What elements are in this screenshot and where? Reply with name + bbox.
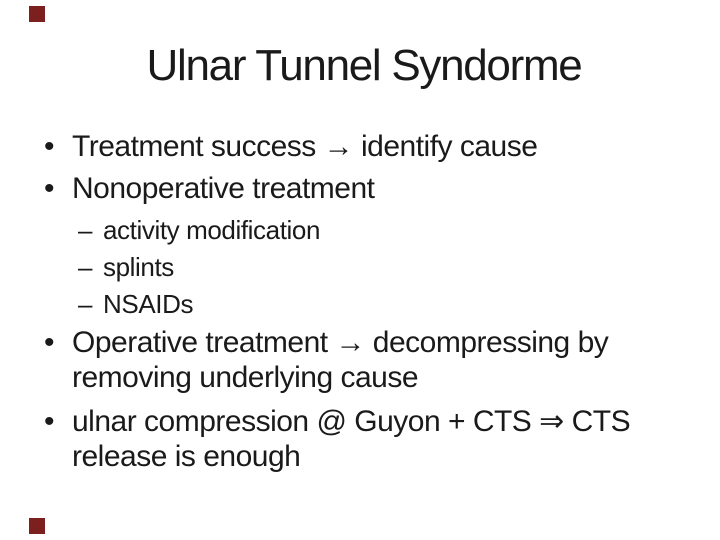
sub-bullet-splints: – splints — [78, 249, 638, 286]
bullet-treatment-success: • Treatment success → identify cause — [44, 129, 684, 164]
dash-icon: – — [78, 289, 93, 319]
sub-bullet-nsaids: – NSAIDs — [78, 286, 638, 323]
bullet-nonoperative-treatment: • Nonoperative treatment — [44, 171, 684, 206]
bullet-text: Operative treatment → decompressing by r… — [72, 326, 609, 394]
sub-bullet-text: NSAIDs — [103, 289, 194, 319]
dash-icon: – — [78, 215, 93, 245]
corner-square-bottom-left — [29, 518, 45, 534]
bullet-text: ulnar compression @ Guyon + CTS ⇒ CTS re… — [72, 405, 631, 473]
bullet-operative-treatment: • Operative treatment → decompressing by… — [44, 325, 684, 395]
bullet-text: Nonoperative treatment — [72, 172, 375, 205]
bullet-ulnar-compression: • ulnar compression @ Guyon + CTS ⇒ CTS … — [44, 404, 684, 474]
bullet-dot-icon: • — [44, 326, 55, 359]
dash-icon: – — [78, 252, 93, 282]
slide-title: Ulnar Tunnel Syndorme — [146, 41, 583, 90]
bullet-text: Treatment success → identify cause — [72, 130, 538, 163]
sub-bullet-list: – activity modification – splints – NSAI… — [78, 212, 638, 323]
bullet-dot-icon: • — [44, 405, 55, 438]
bullet-dot-icon: • — [44, 172, 55, 205]
sub-bullet-text: splints — [103, 252, 174, 282]
corner-square-top-left — [29, 6, 45, 22]
sub-bullet-activity-modification: – activity modification — [78, 212, 638, 249]
sub-bullet-text: activity modification — [103, 215, 321, 245]
bullet-dot-icon: • — [44, 130, 55, 163]
